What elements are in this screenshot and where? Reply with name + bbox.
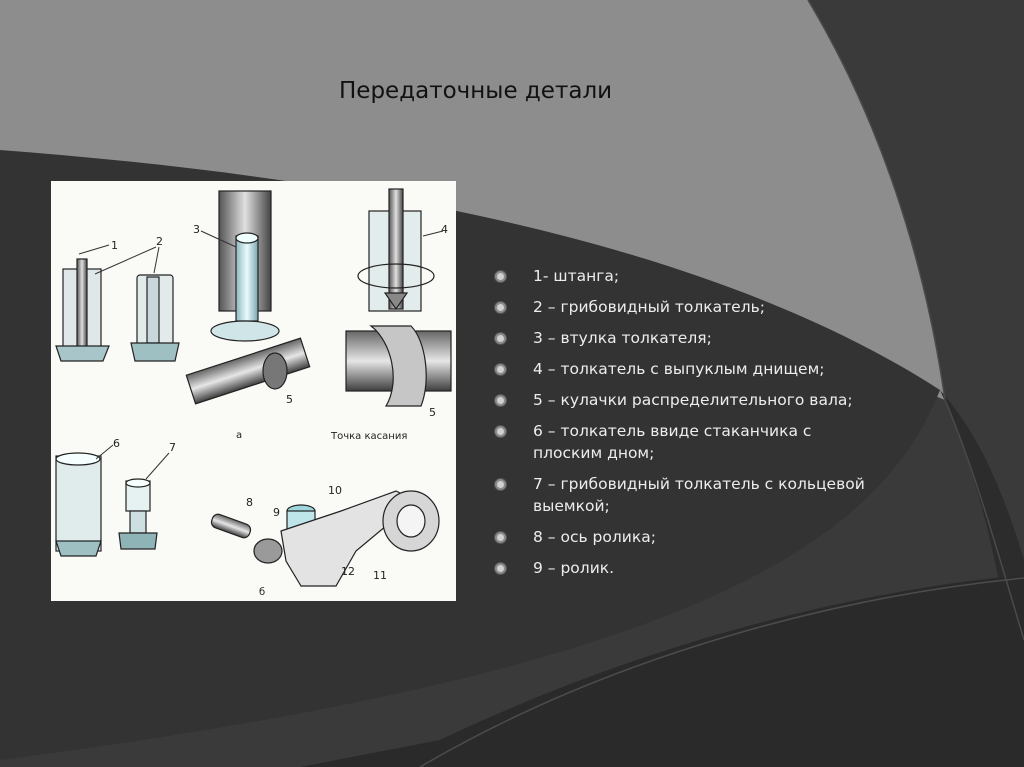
bullet-icon [495, 563, 506, 574]
bullet-icon [495, 532, 506, 543]
part-grooved-tappet [118, 478, 158, 550]
part-pushrod [55, 258, 110, 362]
part-mushroom-tappet [130, 274, 180, 362]
slide-title: Передаточные детали [339, 78, 613, 104]
bullet-icon [495, 426, 506, 437]
list-item: 3 – втулка толкателя; [493, 327, 873, 349]
list-item: 8 – ось ролика; [493, 526, 873, 548]
part-cup-tappet [55, 452, 102, 557]
bullet-icon [495, 364, 506, 375]
list-item: 5 – кулачки распределительного вала; [493, 389, 873, 411]
label-9: 9 [273, 506, 280, 519]
bullet-icon [495, 302, 506, 313]
label-4: 4 [441, 223, 448, 236]
bullet-icon [495, 479, 506, 490]
label-8: 8 [246, 496, 253, 509]
subfigure-a-label: а [236, 430, 242, 441]
label-5a: 5 [286, 393, 293, 406]
label-1: 1 [111, 239, 118, 252]
list-item: 7 – грибовидный толкатель с кольцевой вы… [493, 473, 873, 517]
subfigure-b-label: б [259, 587, 265, 598]
list-item: 2 – грибовидный толкатель; [493, 296, 873, 318]
bullet-icon [495, 271, 506, 282]
part-convex-tappet [345, 188, 452, 407]
label-2: 2 [156, 235, 163, 248]
bullet-icon [495, 333, 506, 344]
label-10: 10 [328, 484, 342, 497]
parts-illustration: 1 2 3 4 5 5 6 7 8 9 10 11 12 Точка касан… [51, 181, 456, 601]
part-roller-assembly [210, 490, 440, 587]
label-7: 7 [169, 441, 176, 454]
list-item: 9 – ролик. [493, 557, 873, 579]
contact-point-caption: Точка касания [330, 431, 407, 442]
label-6: 6 [113, 437, 120, 450]
label-3: 3 [193, 223, 200, 236]
bullet-icon [495, 395, 506, 406]
list-item: 4 – толкатель с выпуклым днищем; [493, 358, 873, 380]
label-5b: 5 [429, 406, 436, 419]
label-12: 12 [341, 565, 355, 578]
list-item: 6 – толкатель ввиде стаканчика с плоским… [493, 420, 873, 464]
list-item: 1- штанга; [493, 265, 873, 287]
parts-list: 1- штанга; 2 – грибовидный толкатель; 3 … [493, 265, 873, 588]
part-sleeve [185, 190, 311, 405]
label-11: 11 [373, 569, 387, 582]
